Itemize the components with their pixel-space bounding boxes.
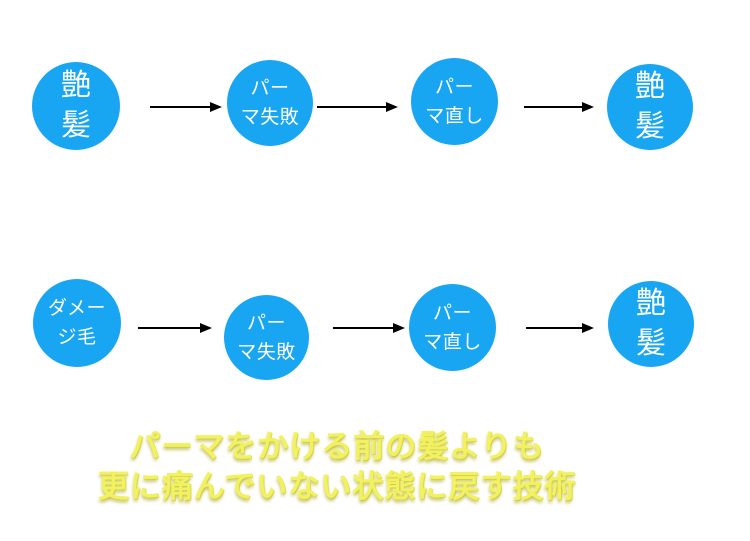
flow-node-perm-fix: パー マ直し [411,58,498,145]
node-label-line: 髪 [636,326,666,361]
arrow-shaft [526,326,582,330]
node-label-line: 艶 [636,286,666,321]
flow-node-glossy-hair-end: 艶 髪 [607,64,693,150]
flow-arrow [524,100,594,114]
node-label-line: ダメー [48,297,106,319]
arrow-head-icon [200,323,212,333]
arrow-shaft [333,326,393,330]
node-label-line: 髪 [635,109,665,144]
arrow-head-icon [582,102,594,112]
node-label-line: パー [250,77,290,99]
arrow-shaft [150,105,210,109]
flow-arrow [317,100,398,114]
arrow-head-icon [393,323,405,333]
flow-arrow [138,321,212,335]
node-label-line: マ直し [423,330,482,353]
flow-node-damaged-hair: ダメー ジ毛 [33,279,121,367]
arrow-shaft [138,326,200,330]
flow-arrow [526,321,594,335]
node-label-line: パー [246,311,286,334]
node-label-line: 髪 [61,108,91,143]
node-label-line: パー [432,301,472,324]
flow-node-perm-failure: パー マ失敗 [224,295,309,380]
node-label-line: ジ毛 [57,326,97,348]
arrow-shaft [317,105,386,109]
flow-arrow [150,100,222,114]
node-label-line: パー [434,75,474,98]
arrow-shaft [524,105,582,109]
flow-node-perm-fix: パー マ直し [409,284,496,371]
arrow-head-icon [582,323,594,333]
arrow-head-icon [210,102,222,112]
node-label-line: 艶 [635,69,665,104]
flow-node-perm-failure: パー マ失敗 [227,60,313,146]
arrow-head-icon [386,102,398,112]
node-label-line: マ失敗 [237,340,296,363]
node-label-line: マ失敗 [240,106,300,128]
caption-text: パーマをかける前の髪よりも 更に痛んでいない状態に戻す技術 [2,427,672,507]
node-label-line: 艶 [61,68,91,103]
caption-line-2: 更に痛んでいない状態に戻す技術 [97,469,577,505]
flow-node-glossy-hair-start: 艶 髪 [32,62,120,150]
node-label-line: マ直し [425,104,484,127]
caption-line-1: パーマをかける前の髪よりも [129,429,545,465]
flow-arrow [333,321,405,335]
flow-node-glossy-hair-end: 艶 髪 [608,281,694,367]
